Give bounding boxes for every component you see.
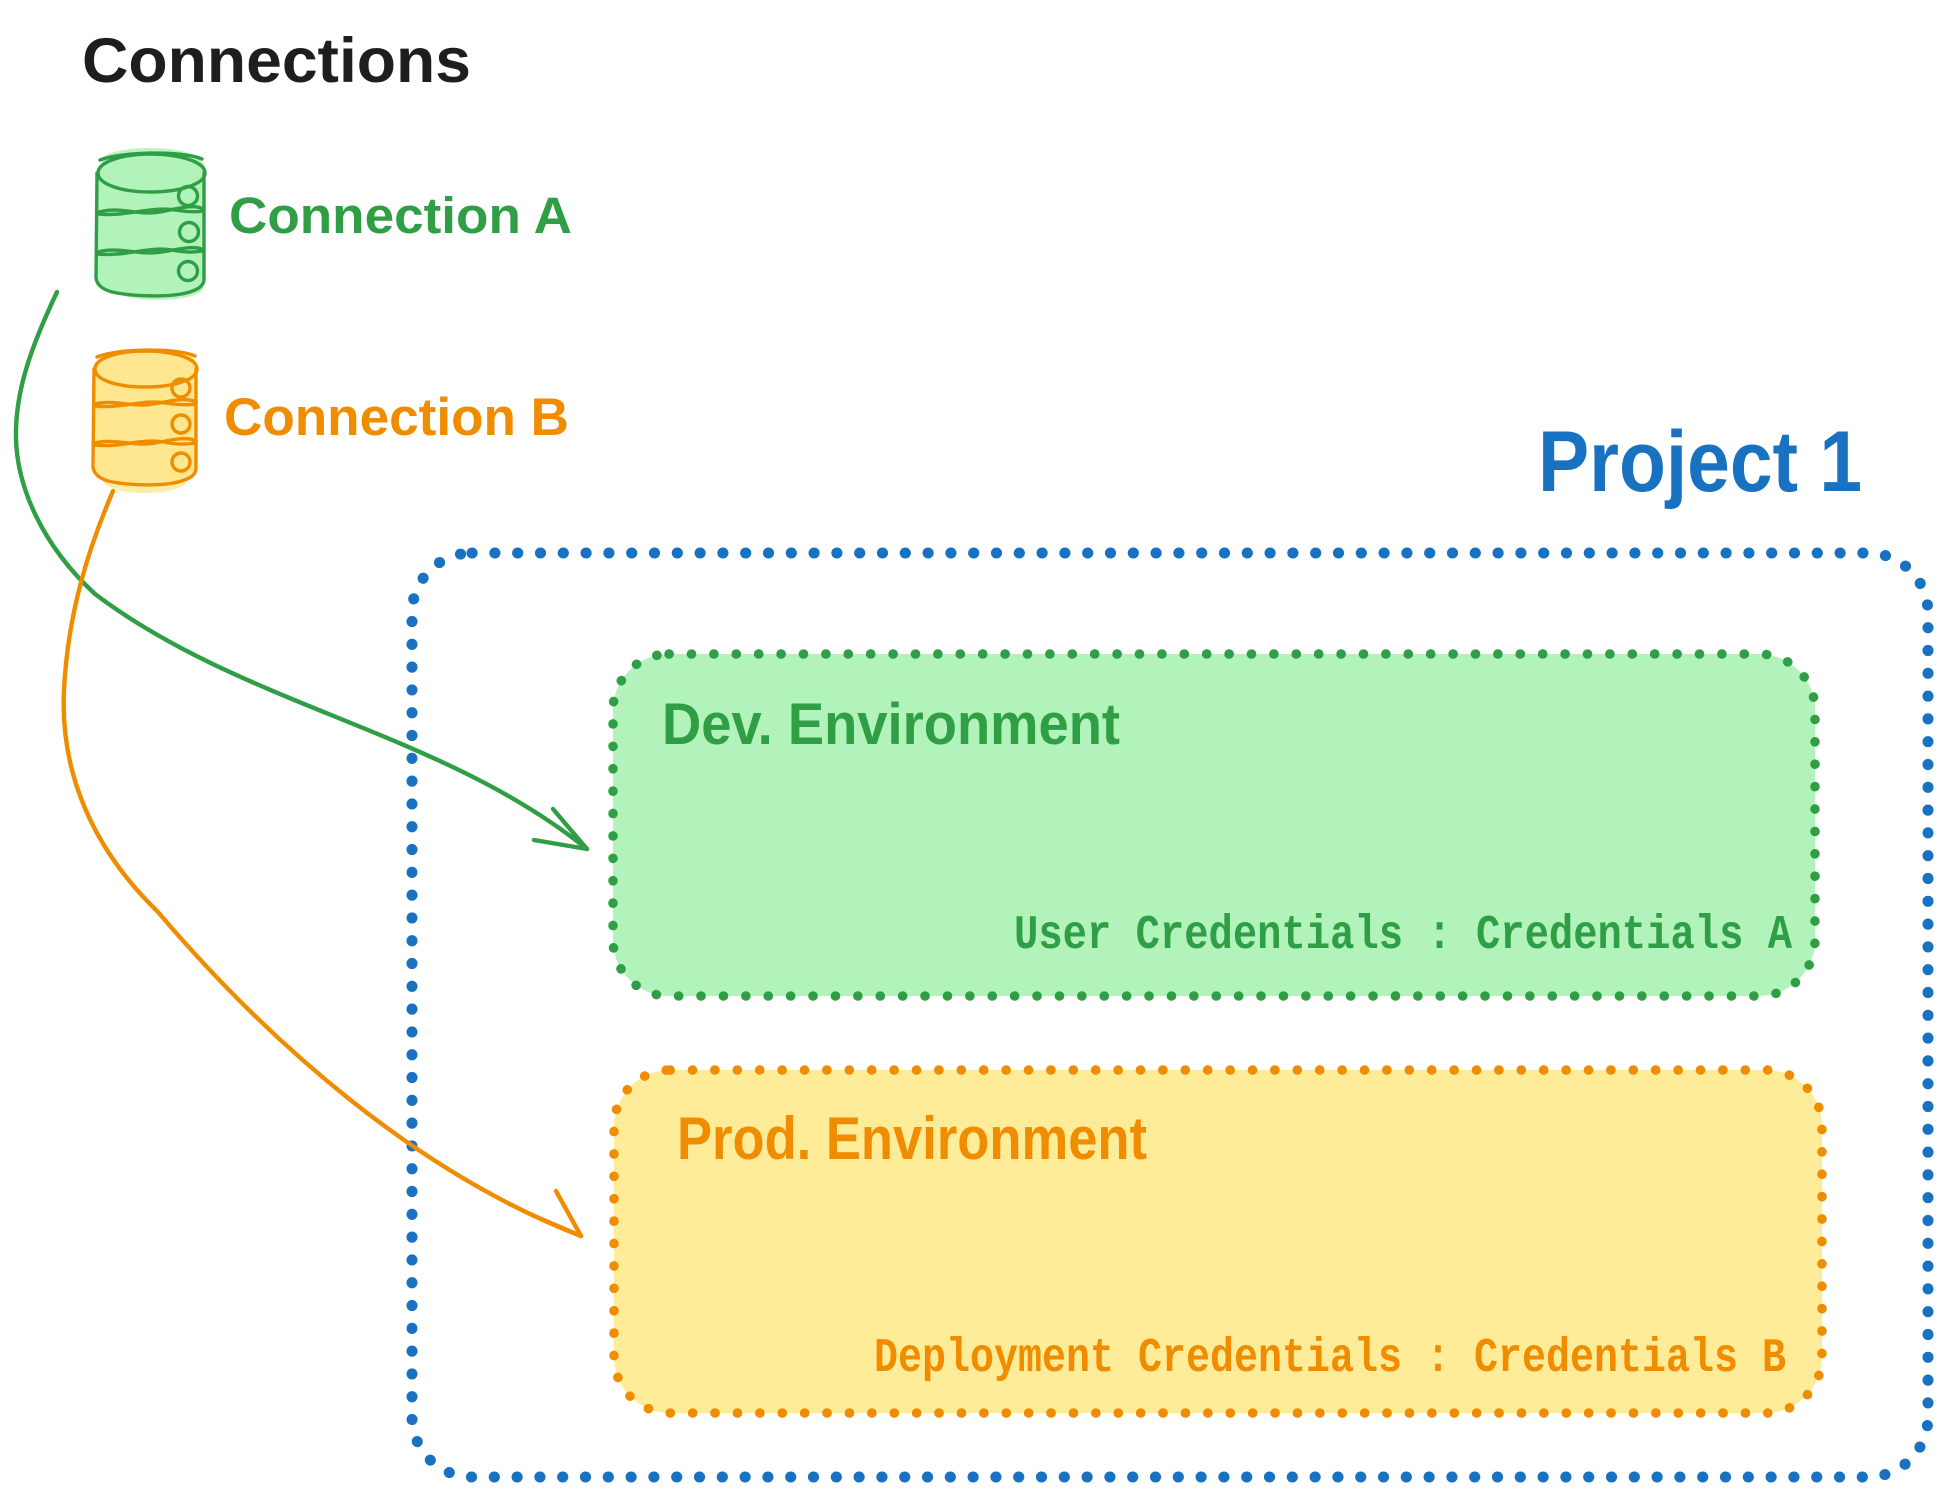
svg-text:Project 1: Project 1 — [1538, 414, 1862, 510]
svg-text:Connections: Connections — [82, 26, 471, 96]
svg-text:Prod. Environment: Prod. Environment — [677, 1105, 1147, 1172]
svg-text:Connection A: Connection A — [229, 187, 572, 244]
svg-text:User Credentials : Credentials: User Credentials : Credentials A — [1014, 909, 1792, 963]
svg-text:Dev. Environment: Dev. Environment — [662, 692, 1120, 757]
svg-text:Deployment Credentials : Crede: Deployment Credentials : Credentials B — [874, 1332, 1786, 1386]
svg-text:Connection B: Connection B — [224, 388, 569, 447]
